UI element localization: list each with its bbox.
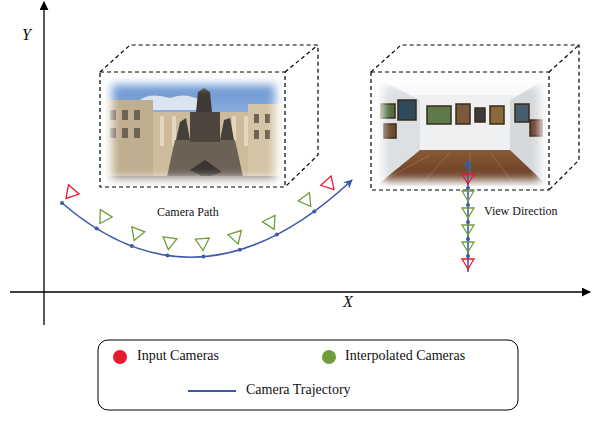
axes <box>10 2 590 325</box>
monument-photo-part-part <box>160 116 164 146</box>
gallery-photo-part-part <box>475 108 485 122</box>
camera-icons-part <box>228 231 245 247</box>
y-axis <box>43 2 44 325</box>
gallery-photo-part-part <box>515 104 529 122</box>
view-direction-part-part <box>466 186 470 190</box>
trajectory-dots-part <box>238 248 242 252</box>
monument-photo-part-part <box>134 110 140 120</box>
camera-icons-part <box>94 210 112 228</box>
monument-photo-part <box>105 176 283 186</box>
monument-photo <box>105 78 283 186</box>
trajectory-dots-part <box>202 255 206 259</box>
legend-text: Interpolated Cameras <box>345 348 465 364</box>
camera-icons-part <box>128 227 145 243</box>
axis-label: Y <box>22 26 31 44</box>
dashed-cube-part <box>371 72 549 190</box>
monument-photo-part-part <box>265 130 270 139</box>
gallery-photo-part-part <box>398 100 416 120</box>
gallery-photo-part-part <box>384 124 396 138</box>
dashed-cube-part <box>100 72 285 187</box>
gallery-photo-part-part <box>427 106 451 124</box>
legend-line <box>188 390 236 392</box>
monument-photo-part <box>105 100 153 186</box>
view-direction-part-part <box>462 242 474 252</box>
camera-icons-part <box>195 238 210 251</box>
view-direction-part-part <box>462 174 474 184</box>
monument-photo-part-part <box>110 110 116 120</box>
gallery-photo-part-part <box>490 106 504 124</box>
trajectory-dots-part <box>95 227 99 231</box>
monument-photo-part-part <box>134 128 140 138</box>
x-axis <box>10 291 590 292</box>
camera-icons-part <box>298 193 316 211</box>
view-direction-part-part <box>462 191 474 201</box>
monument-photo-part-part <box>254 114 259 123</box>
gallery-photo <box>376 78 548 188</box>
trajectory-dots-part <box>130 244 134 248</box>
monument-photo-part-part <box>122 110 128 120</box>
trajectory-dots <box>60 201 316 259</box>
monument-photo-part-part <box>122 128 128 138</box>
view-direction-part-part <box>462 225 474 235</box>
legend-dot <box>322 350 336 364</box>
view-direction-part-part <box>462 208 474 218</box>
legend-text: Camera Trajectory <box>246 382 351 398</box>
view-direction-part-part <box>466 237 470 241</box>
monument-photo-part-part <box>254 130 259 139</box>
trajectory-dots-part <box>60 201 64 205</box>
monument-photo-part-part <box>265 114 270 123</box>
trajectory-dots-part <box>312 209 316 213</box>
legend-text: Input Cameras <box>137 348 219 364</box>
view-direction-part-part <box>466 203 470 207</box>
gallery-photo-part-part <box>456 104 470 124</box>
direction-label: View Direction <box>484 205 558 219</box>
trajectory-dots-part <box>166 254 170 258</box>
view-direction-part <box>466 186 470 258</box>
camera-icons <box>61 176 340 251</box>
camera-icons-part <box>321 176 339 194</box>
monument-photo-part <box>105 78 283 186</box>
monument-photo-part-part <box>110 128 116 138</box>
axis-label: X <box>343 293 353 311</box>
camera-path <box>60 176 352 259</box>
monument-photo-part <box>190 112 220 142</box>
dashed-cube <box>100 45 318 187</box>
monument-photo-part <box>176 118 190 140</box>
trajectory-curve <box>62 180 352 257</box>
view-direction-part-part <box>466 254 470 258</box>
gallery-photo-part <box>381 100 542 138</box>
trajectory-dots-part <box>275 233 279 237</box>
camera-icons-part <box>262 215 280 232</box>
dashed-cube <box>371 45 579 190</box>
gallery-photo-part <box>376 150 548 186</box>
view-direction-part <box>462 174 474 269</box>
gallery-photo-part <box>376 78 548 188</box>
monument-photo-part <box>220 118 234 140</box>
camera-icons-part <box>61 185 79 203</box>
monument-photo-part <box>190 160 222 178</box>
view-direction <box>462 160 474 272</box>
view-direction-part-part <box>462 259 474 269</box>
monument-photo-part <box>248 104 283 186</box>
dashed-cube-part <box>371 45 579 190</box>
view-direction-part-part <box>466 220 470 224</box>
path-label: Camera Path <box>157 206 219 220</box>
legend-dot <box>113 350 127 364</box>
monument-photo-part-part <box>244 116 248 146</box>
gallery-photo-part-part <box>381 104 395 118</box>
camera-icons-part <box>161 237 177 251</box>
legend-frame <box>98 340 518 410</box>
dashed-cube-part <box>100 45 318 187</box>
gallery-photo-part-part <box>530 120 542 136</box>
monument-photo-part <box>196 88 212 112</box>
gallery-photo-part <box>380 152 515 186</box>
